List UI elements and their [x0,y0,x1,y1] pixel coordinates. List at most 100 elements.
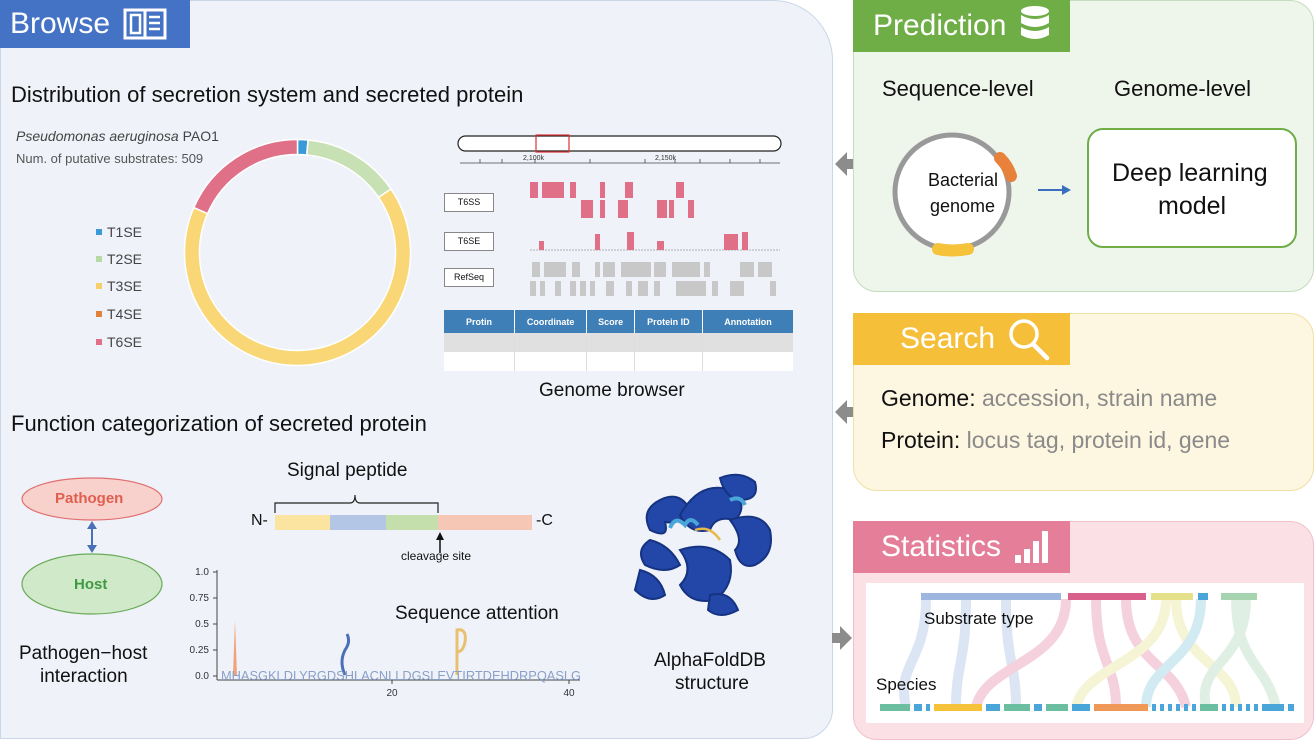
sankey-diagram [866,583,1304,723]
signal-peptide-label: Signal peptide [287,460,408,481]
search-genome-value: accession, strain name [982,385,1218,411]
col-header-coordinate[interactable]: Coordinate [514,310,588,333]
pathogen-ellipse [21,477,163,521]
search-genome-line: Genome: accession, strain name [881,385,1217,412]
organism-species: Pseudomonas aeruginosa [16,128,179,144]
search-genome-key: Genome: [881,385,976,411]
genome-browser-table: Protin Coordinate Score Protein ID Annot… [444,310,793,371]
browse-tab[interactable]: Browse [0,0,190,48]
statistics-tab-label: Statistics [881,530,1002,563]
signal-peptide-diagram [274,494,532,553]
deep-learning-model-box[interactable] [1087,128,1297,248]
t6ss-track [530,182,694,218]
substrate-type-label: Substrate type [924,609,1034,628]
protein-structure-image [633,473,772,616]
species-label: Species [876,675,937,694]
genome-browser: 2,100k 2,150k [457,134,782,296]
n-terminus: N- [251,512,268,529]
interaction-line2: interaction [40,666,128,687]
table-header-row: Protin Coordinate Score Protein ID Annot… [444,310,793,333]
search-tab[interactable]: Search [853,313,1070,365]
donut-slice-t3se[interactable] [183,187,412,367]
legend-item-t3se: T3SE [96,278,142,294]
search-icon [1009,319,1050,361]
alphafold-line2: structure [675,673,749,694]
genome-label-line1: Bacterial [928,170,999,190]
sequence-logo-text: MHASGKLDLYRGDSHLACNLLDGSLEVTIRTDEHDRPQAS… [221,669,581,683]
distribution-title: Distribution of secretion system and sec… [11,82,524,107]
x-tick-20: 20 [386,688,398,699]
legend-swatch [96,339,102,345]
sankey-node[interactable] [921,593,1061,600]
search-protein-value: locus tag, protein id, gene [966,427,1231,453]
arrow-to-statistics [832,626,852,650]
genome-label-line2: genome [930,196,996,216]
organism-strain: PAO1 [182,128,219,144]
host-label: Host [74,576,108,593]
y-tick-075: 0.75 [190,593,210,604]
track-label-t6se[interactable]: T6SE [444,232,494,251]
legend-item-t4se: T4SE [96,306,142,322]
legend-swatch [96,229,102,235]
col-header-protin[interactable]: Protin [444,310,515,333]
sankey-node[interactable] [1068,593,1146,600]
sankey-node[interactable] [1221,593,1257,600]
legend-swatch [96,311,102,317]
donut-chart [183,138,412,367]
legend-label: T4SE [107,306,143,322]
legend-item-t6se: T6SE [96,334,142,350]
c-terminus: -C [536,512,553,529]
refseq-track [530,262,776,296]
genome-browser-caption: Genome browser [539,380,685,401]
genome-level-label: Genome-level [1114,76,1251,101]
col-header-score[interactable]: Score [586,310,635,333]
ruler-ticks [479,159,761,163]
cleavage-arrow [436,532,444,540]
model-label-line1: Deep learning [1112,159,1268,187]
t6se-track [539,232,748,250]
cleavage-site-label: cleavage site [401,549,472,563]
species-nodes [880,704,1294,711]
legend-item-t2se: T2SE [96,251,142,267]
sankey-node[interactable] [1198,593,1208,600]
col-header-protein-id[interactable]: Protein ID [634,310,703,333]
host-ellipse [21,553,163,615]
pathogen-label: Pathogen [55,490,124,507]
donut-slice-t6se[interactable] [192,138,299,215]
bacterial-genome-diagram [892,132,1071,257]
alphafold-line1: AlphaFoldDB [654,650,766,671]
chromosome-bar[interactable] [457,135,782,152]
y-tick-0: 0.0 [195,671,209,682]
organism-name: Pseudomonas aeruginosa PAO1 [16,128,219,144]
donut-slice-t2se[interactable] [305,139,393,199]
sankey-node[interactable] [1151,593,1193,600]
table-row[interactable] [444,352,793,371]
y-tick-05: 0.5 [195,619,209,630]
prediction-tab[interactable]: Prediction [853,0,1070,52]
y-tick-025: 0.25 [190,645,210,656]
arrow-to-prediction [835,152,855,176]
col-header-annotation[interactable]: Annotation [702,310,793,333]
tick-label-1: 2,100k [523,155,545,162]
sequence-level-label: Sequence-level [882,76,1034,101]
database-icon [1021,6,1050,39]
y-tick-1: 1.0 [195,567,209,578]
legend-item-t1se: T1SE [96,224,142,240]
signal-peptide-brace [274,494,439,513]
interaction-line1: Pathogen−host [19,643,148,664]
search-tab-label: Search [900,322,996,355]
track-label-t6ss[interactable]: T6SS [444,193,494,212]
genome-circle [892,132,1012,252]
track-label-refseq[interactable]: RefSeq [444,268,494,287]
sequence-attention-plot: 1.0 0.75 0.5 0.25 0.0 20 40 MHASGKLDLYRG… [190,567,581,699]
statistics-tab[interactable]: Statistics [853,521,1070,573]
viewport-highlight[interactable] [535,134,570,153]
table-row[interactable] [444,333,793,352]
sankey-flows [899,598,1281,709]
model-label-line2: model [1158,192,1227,220]
legend-label: T3SE [107,278,143,294]
function-title: Function categorization of secreted prot… [11,411,427,436]
search-protein-line: Protein: locus tag, protein id, gene [881,427,1230,454]
legend-label: T2SE [107,251,143,267]
yellow-segment [932,243,974,257]
